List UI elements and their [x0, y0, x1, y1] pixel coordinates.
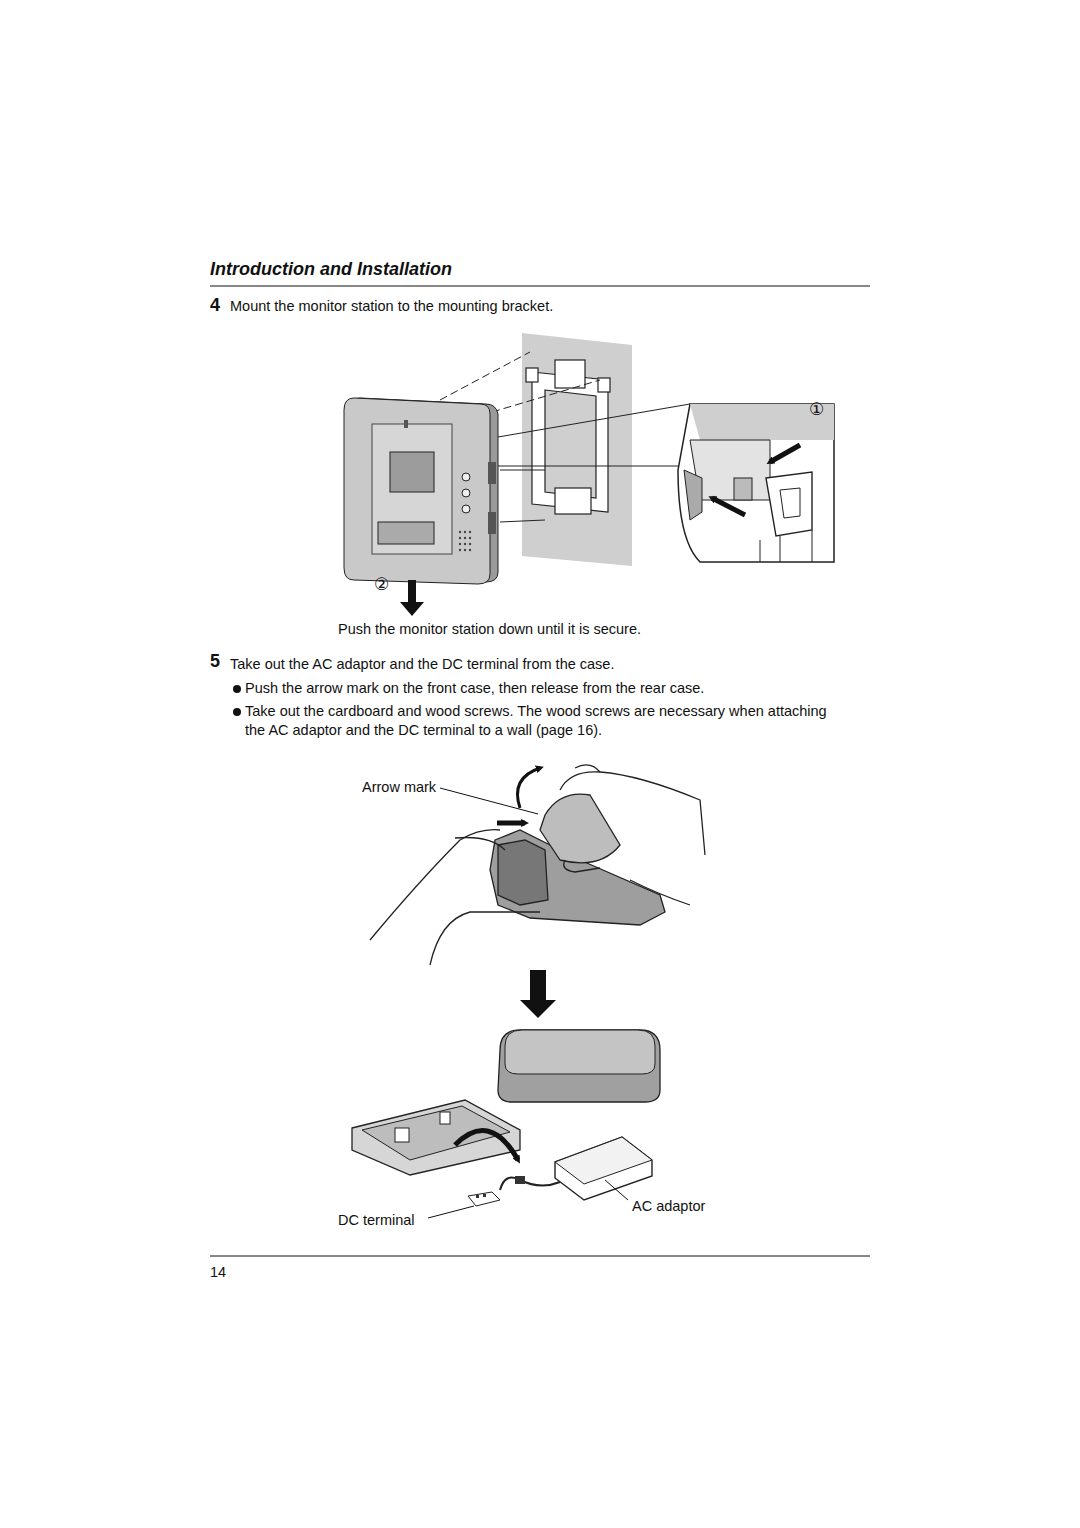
wall	[522, 333, 632, 566]
part-label: AC adaptor	[632, 1197, 705, 1216]
ac-adaptor	[468, 1137, 652, 1206]
bullet-text: Push the arrow mark on the front case, t…	[245, 679, 704, 698]
step-number: 4	[210, 294, 220, 316]
leader-line	[428, 1206, 474, 1218]
rear-case	[352, 1100, 520, 1175]
down-arrow	[520, 970, 556, 1018]
detail-view	[498, 404, 834, 562]
footer-rule	[210, 1256, 870, 1257]
callout-number: ②	[374, 574, 389, 594]
rotate-arrow	[518, 768, 541, 808]
part-label: DC terminal	[338, 1211, 415, 1230]
step-text: Mount the monitor station to the mountin…	[230, 297, 553, 316]
bullet	[233, 685, 241, 693]
bullet	[233, 708, 241, 716]
bullet-text: Take out the cardboard and wood screws. …	[245, 702, 845, 740]
front-case	[498, 1030, 660, 1102]
part-label: Arrow mark	[362, 778, 436, 797]
mounting-bracket	[526, 360, 610, 514]
leader-line	[440, 788, 538, 814]
opening-case	[490, 794, 665, 925]
step-number: 5	[210, 650, 220, 672]
monitor-station	[344, 398, 498, 584]
push-arrow	[497, 821, 525, 826]
header-rule	[210, 286, 870, 287]
take-out-arrow	[455, 1131, 518, 1160]
step-text: Take out the AC adaptor and the DC termi…	[230, 655, 614, 674]
section-title: Introduction and Installation	[210, 258, 452, 280]
step-note: Push the monitor station down until it i…	[338, 620, 641, 639]
push-down-arrow	[400, 580, 424, 616]
page-number: 14	[210, 1263, 226, 1282]
guide-lines	[500, 470, 545, 522]
callout-number: ①	[809, 399, 824, 419]
leader-line	[605, 1180, 628, 1200]
